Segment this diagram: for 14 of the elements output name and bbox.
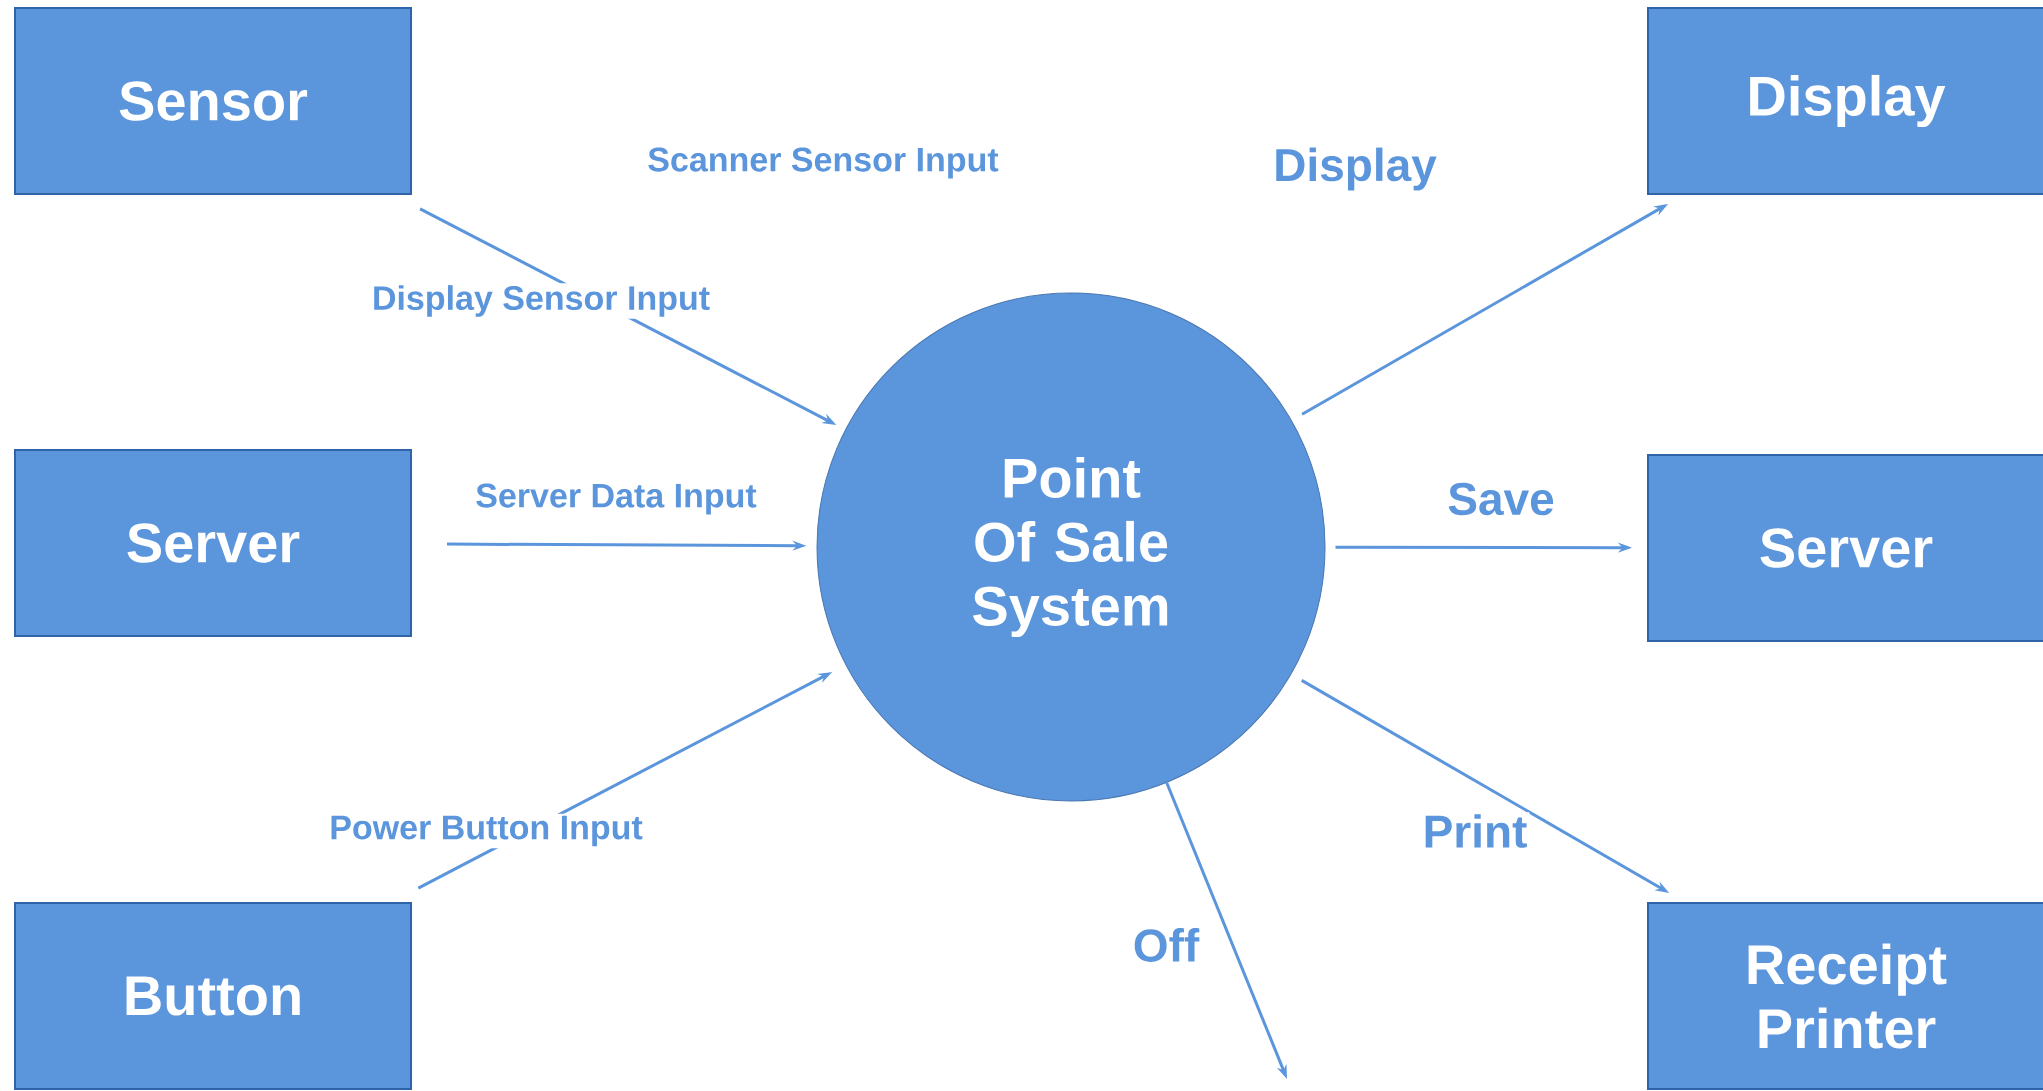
entity-box: Sensor	[14, 7, 412, 195]
edge-label: Save	[1445, 480, 1557, 518]
entity-box: Display	[1647, 7, 2043, 195]
edge-label: Display	[1271, 145, 1439, 193]
edge-label: Server Data Input	[473, 481, 759, 517]
entity-box: Server	[14, 449, 412, 637]
entity-box: Button	[14, 902, 412, 1090]
edge-label: Off	[1130, 926, 1202, 964]
entity-box: Server	[1647, 454, 2043, 642]
edge-label: Scanner Sensor Input	[645, 145, 1001, 181]
edge-label: Power Button Input	[327, 813, 645, 849]
entity-box: Receipt Printer	[1647, 902, 2043, 1090]
flow-label: Display Sensor Input	[369, 283, 713, 319]
edge-label: Print	[1420, 812, 1530, 850]
